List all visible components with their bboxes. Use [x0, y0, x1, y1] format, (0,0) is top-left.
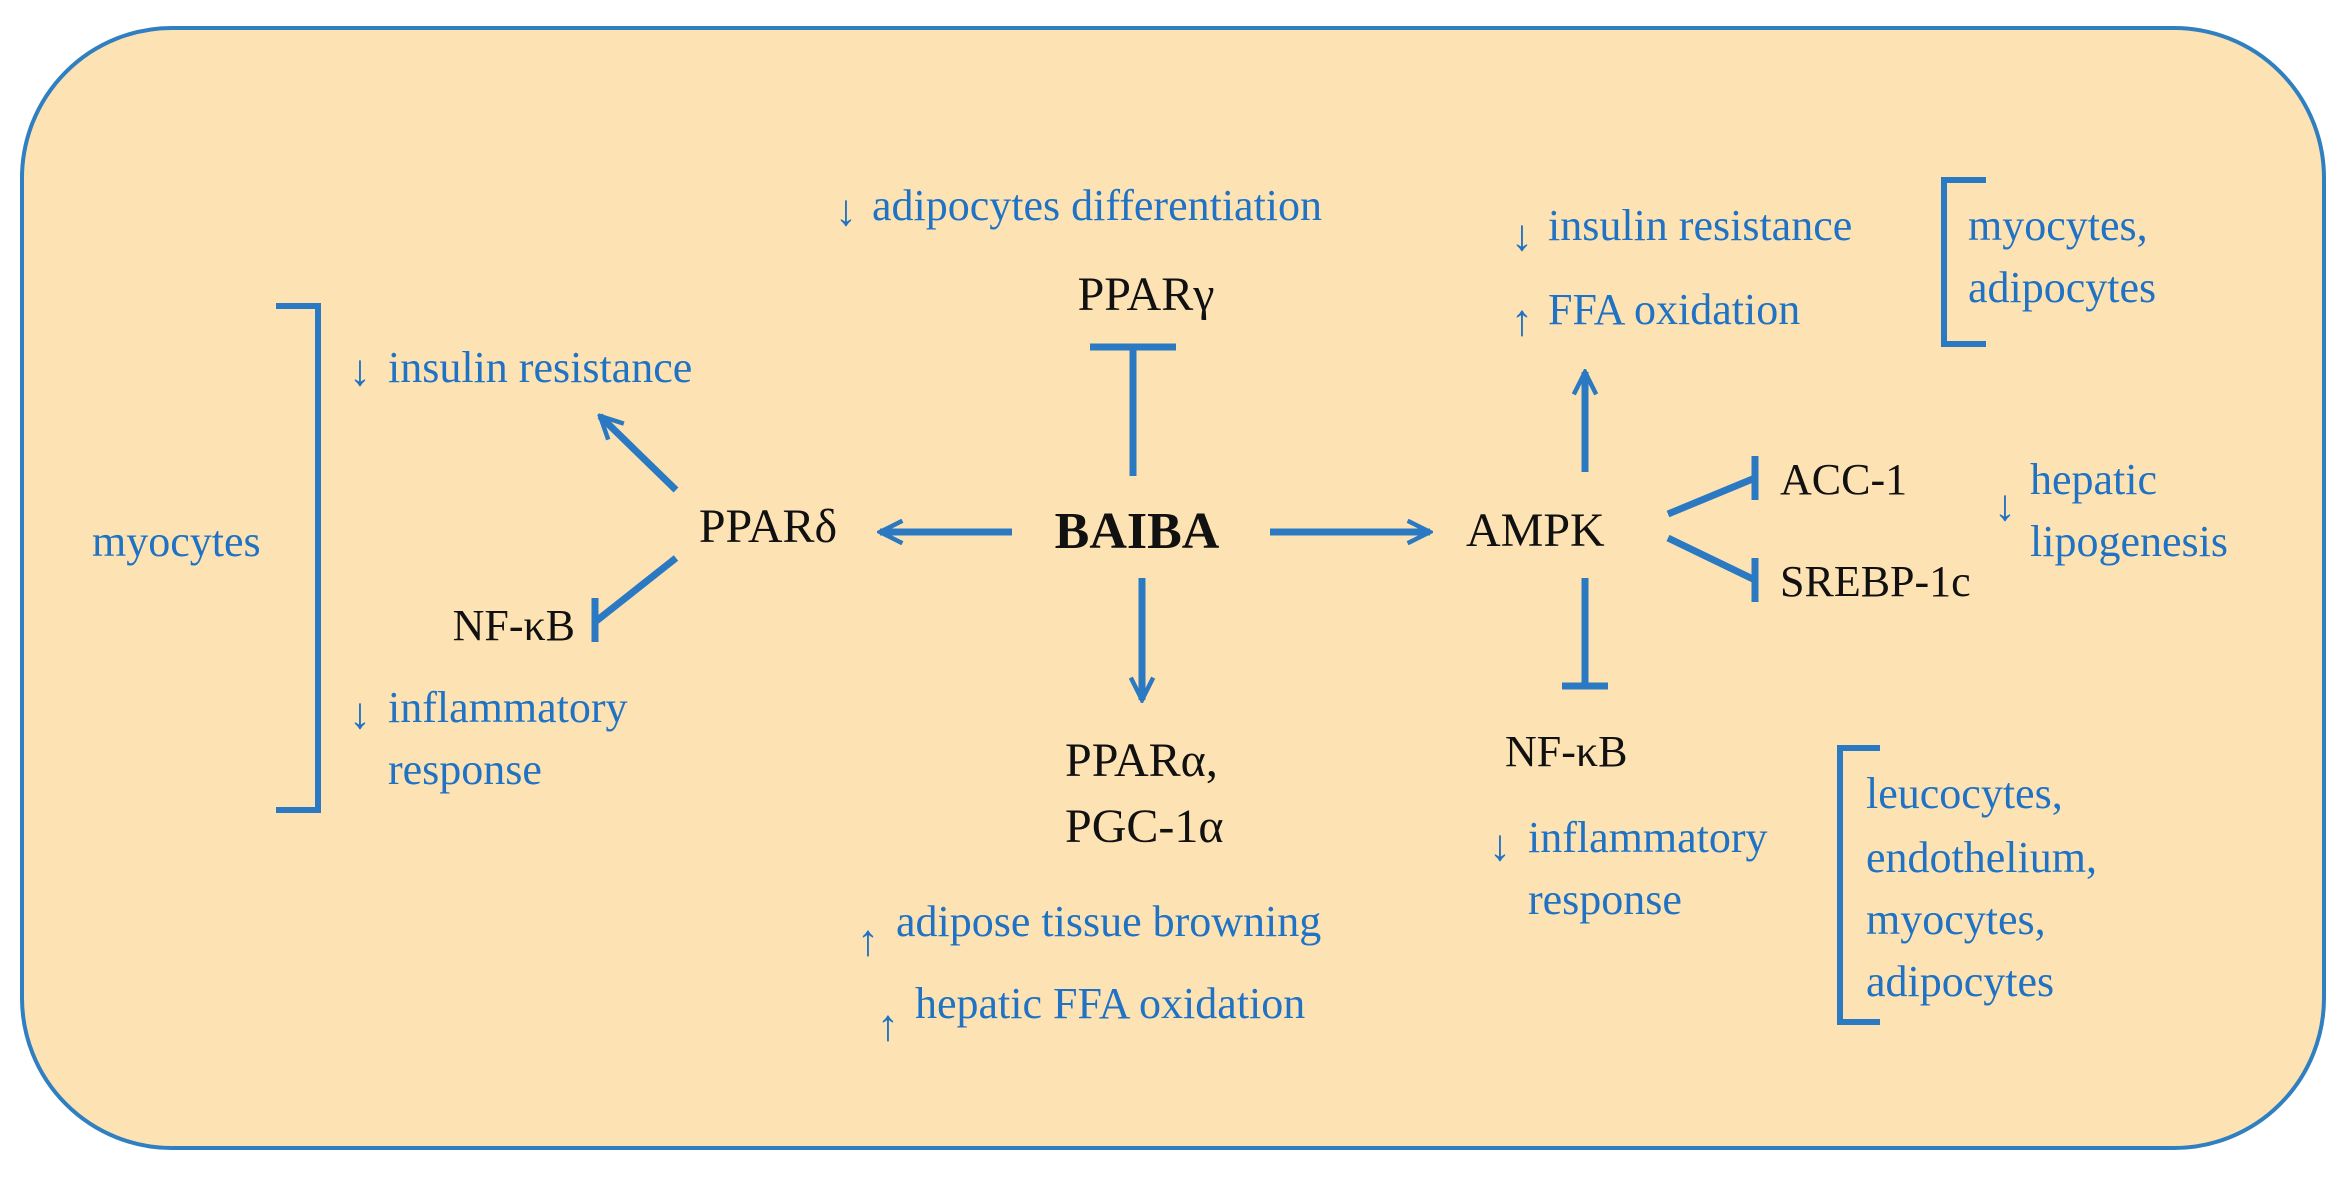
- left-response-label: response: [388, 745, 542, 794]
- bottom-right-bracket: [1837, 745, 1880, 1025]
- background-panel: [20, 26, 2326, 1150]
- ppar-alpha-label: PPARα,: [1065, 734, 1218, 787]
- hepatic-ffa-oxidation-label: hepatic FFA oxidation: [915, 979, 1305, 1028]
- up-arrow-icon: ↑: [857, 916, 879, 965]
- inhibit-ampk-acc1: [1666, 456, 1759, 518]
- adipose-browning-label: adipose tissue browning: [896, 897, 1321, 946]
- right-inflammatory-label: inflammatory: [1528, 813, 1768, 862]
- srebp-label: SREBP-1c: [1780, 557, 1971, 606]
- pgc1-alpha-label: PGC-1α: [1065, 800, 1224, 853]
- right-response-label: response: [1528, 875, 1682, 924]
- inhibit-baiba-ppar-gamma: [1090, 343, 1176, 476]
- left-tissue-label: myocytes: [92, 517, 261, 566]
- ffa-oxidation-label: FFA oxidation: [1548, 285, 1800, 334]
- left-bracket: [276, 303, 321, 813]
- bottom-right-tissue-line2: endothelium,: [1866, 833, 2097, 882]
- acc1-label: ACC-1: [1780, 455, 1907, 504]
- bottom-right-tissue-line1: leucocytes,: [1866, 769, 2063, 818]
- lipogenesis-label: lipogenesis: [2030, 517, 2228, 566]
- up-arrow-icon: ↑: [1511, 296, 1533, 345]
- down-arrow-icon: ↓: [1511, 211, 1533, 260]
- top-right-tissue-line1: myocytes,: [1968, 201, 2148, 250]
- ppar-delta-label: PPARδ: [699, 500, 837, 553]
- baiba-label: BAIBA: [1055, 503, 1220, 560]
- down-arrow-icon: ↓: [835, 186, 857, 235]
- hepatic-label: hepatic: [2030, 455, 2157, 504]
- ppar-gamma-label: PPARγ: [1078, 268, 1215, 321]
- arrow-ppar-delta-to-insulin: [600, 416, 679, 493]
- down-arrow-icon: ↓: [349, 689, 371, 738]
- top-right-tissue-line2: adipocytes: [1968, 263, 2156, 312]
- inhibit-ppar-delta-nfkb: [591, 555, 679, 642]
- ampk-label: AMPK: [1466, 504, 1605, 557]
- top-right-bracket: [1941, 177, 1986, 347]
- inhibit-ampk-nfkb-right: [1562, 578, 1608, 690]
- bottom-right-tissue-line3: myocytes,: [1866, 895, 2046, 944]
- bottom-right-tissue-line4: adipocytes: [1866, 957, 2054, 1006]
- adipocytes-differentiation-label: adipocytes differentiation: [872, 181, 1322, 230]
- inhibit-ampk-srebp: [1666, 534, 1759, 602]
- up-arrow-icon: ↑: [877, 1001, 899, 1050]
- down-arrow-icon: ↓: [1994, 481, 2016, 530]
- left-insulin-resistance-label: insulin resistance: [388, 343, 692, 392]
- down-arrow-icon: ↓: [349, 346, 371, 395]
- right-insulin-resistance-label: insulin resistance: [1548, 201, 1852, 250]
- nfkb-left-label: NF-κB: [453, 601, 575, 650]
- down-arrow-icon: ↓: [1489, 821, 1511, 870]
- nfkb-right-label: NF-κB: [1505, 727, 1627, 776]
- left-inflammatory-label: inflammatory: [388, 683, 628, 732]
